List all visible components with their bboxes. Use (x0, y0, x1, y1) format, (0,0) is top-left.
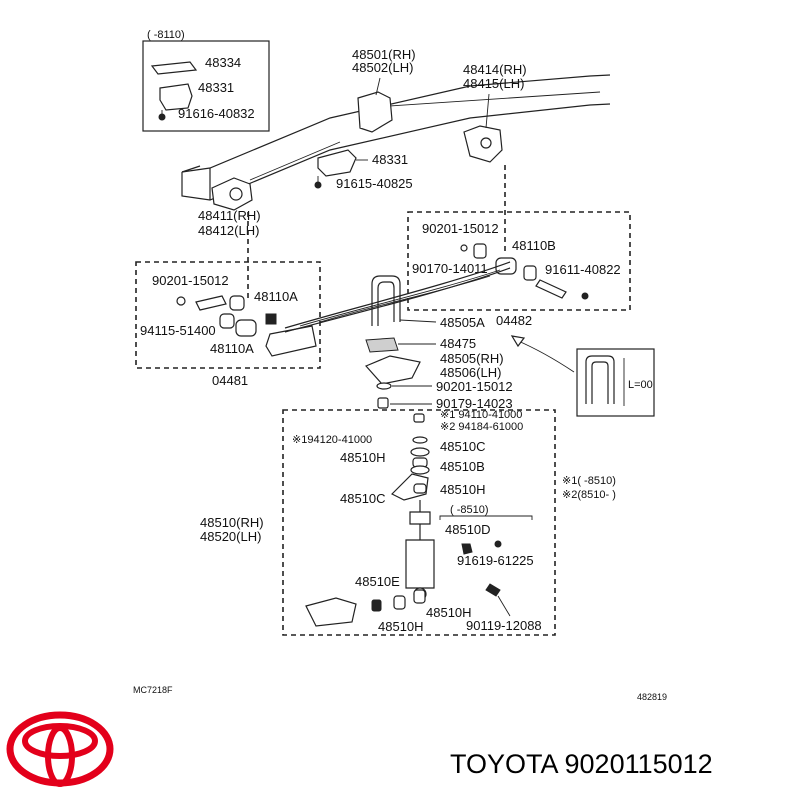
label-48411: 48411(RH) (198, 208, 261, 223)
label-48505-rh: 48505(RH) (440, 351, 504, 366)
pad-48334 (150, 61, 198, 75)
label-91619: 91619-61225 (457, 553, 534, 568)
label-front-90201: 90201-15012 (152, 273, 229, 288)
top-left-box-header: ( -8110) (147, 29, 185, 41)
label-48501: 48501(RH) (352, 47, 416, 62)
label-48520-lh: 48520(LH) (200, 529, 261, 544)
label-48510H-left: 48510H (340, 450, 386, 465)
bracket-48331 (317, 149, 357, 177)
label-91615: 91615-40825 (336, 176, 413, 191)
shackle-plate (265, 325, 317, 357)
label-48331: 48331 (372, 152, 408, 167)
shock-absorber (405, 539, 435, 589)
legend-line-2: ※2(8510- ) (562, 489, 616, 501)
footer-right-code: 482819 (637, 692, 667, 702)
inset-length-label: L=00 (628, 379, 653, 391)
label-48510E: 48510E (355, 574, 400, 589)
label-48510C-top: 48510C (440, 439, 486, 454)
label-kit-04482: 04482 (496, 313, 532, 328)
bracket-48331-small (159, 83, 193, 111)
label-kit-04481: 04481 (212, 373, 248, 388)
legend-line-1: ※1( -8510) (562, 475, 616, 487)
label-48331-small: 48331 (198, 80, 234, 95)
label-48110B: 48110B (512, 238, 556, 253)
label-48415: 48415(LH) (463, 76, 524, 91)
label-48502: 48502(LH) (352, 60, 413, 75)
label-48510-rh: 48510(RH) (200, 515, 264, 530)
label-90201-washer: 90201-15012 (436, 379, 513, 394)
label-48414: 48414(RH) (463, 62, 527, 77)
label-48510H-bottom: 48510H (378, 619, 424, 634)
frame-rail: 48501(RH) 48502(LH) 48414(RH) 48415(LH) … (181, 47, 611, 298)
note-2: ※2 94184-61000 (440, 421, 523, 433)
label-94120: ※194120-41000 (292, 434, 372, 446)
shock-absorber-box: ※1 94110-41000 ※2 94184-61000 ※194120-41… (200, 409, 556, 636)
footer-left-code: MC7218F (133, 685, 173, 695)
label-48510H-bottom-right: 48510H (426, 605, 472, 620)
bolt-icon (158, 113, 166, 121)
label-94115: 94115-51400 (140, 323, 216, 338)
label-48506-lh: 48506(LH) (440, 365, 501, 380)
note-1: ※1 94110-41000 (440, 409, 522, 421)
toyota-logo (6, 711, 114, 787)
lower-bracket (305, 597, 357, 627)
bracket-48501 (357, 91, 393, 133)
sub-header: ( -8510) (450, 504, 489, 516)
label-91616: 91616-40832 (178, 106, 255, 121)
seat-48505 (364, 355, 421, 385)
label-48510B: 48510B (440, 459, 485, 474)
leaf-spring: 48505A 48475 48505(RH) 48506(LH) 90201-1… (284, 261, 575, 411)
pad-48475 (365, 337, 399, 353)
label-48334: 48334 (205, 55, 241, 70)
label-48475: 48475 (440, 336, 476, 351)
top-left-variant-box: ( -8110) 48334 48331 91616-40832 (142, 29, 270, 132)
u-bolt-inset: L=00 (576, 348, 655, 417)
front-shackle-box: 90201-15012 48110A 94115-51400 48110A 04… (135, 261, 321, 388)
label-48110A-top: 48110A (254, 289, 298, 304)
label-48510H-right: 48510H (440, 482, 486, 497)
label-48505A: 48505A (440, 315, 485, 330)
brand-part-number: TOYOTA 9020115012 (450, 749, 713, 779)
label-91611: 91611-40822 (545, 262, 621, 277)
label-48510D: 48510D (445, 522, 491, 537)
u-bolt-48505A (371, 275, 401, 326)
label-90119: 90119-12088 (466, 618, 542, 633)
legend: ※1( -8510) ※2(8510- ) (562, 475, 616, 501)
rear-shackle-box: 90201-15012 48110B 90170-14011 91611-408… (407, 211, 631, 328)
label-90179: 90179-14023 (436, 396, 513, 411)
label-48510C-left: 48510C (340, 491, 386, 506)
label-48412: 48412(LH) (198, 223, 259, 238)
label-48110A-bottom: 48110A (210, 341, 254, 356)
label-90170: 90170-14011 (412, 261, 488, 276)
label-rear-90201: 90201-15012 (422, 221, 499, 236)
